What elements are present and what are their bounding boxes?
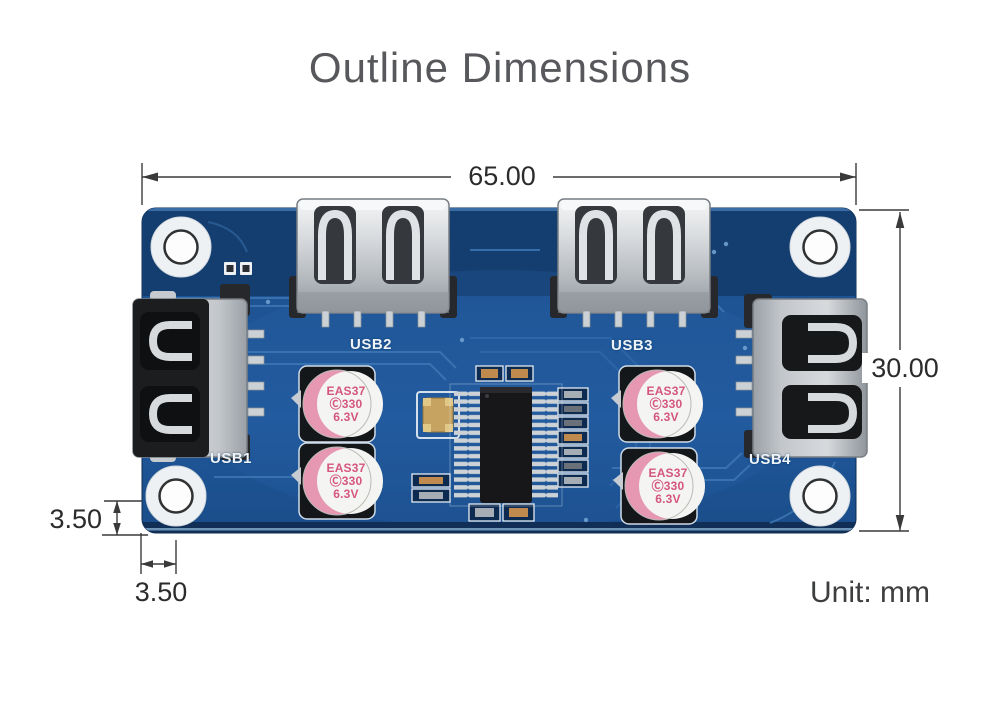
usb-hub-ic xyxy=(449,383,563,507)
dimension-height-30 xyxy=(859,209,909,532)
usb3-label: USB3 xyxy=(610,337,653,354)
usb4-label: USB4 xyxy=(748,451,791,468)
smd-components xyxy=(411,365,589,522)
dimension-hole-offset-vertical xyxy=(102,500,148,536)
pcb-board xyxy=(132,198,868,534)
page-title: Outline Dimensions xyxy=(308,44,692,91)
capacitor-4 xyxy=(613,447,705,525)
capacitor-3-marking: EAS37 Ⓒ330 6.3V xyxy=(646,384,686,424)
usb3-port xyxy=(550,198,718,328)
dimension-label-width: 65.00 xyxy=(452,161,552,191)
dimension-label-height: 30.00 xyxy=(862,353,948,383)
usb1-label: USB1 xyxy=(209,450,252,467)
capacitor-1 xyxy=(291,365,383,443)
unit-label: Unit: mm xyxy=(810,576,930,609)
mounting-hole-top-left xyxy=(150,216,212,278)
usb4-port xyxy=(735,294,868,458)
capacitor-4-marking: EAS37 Ⓒ330 6.3V xyxy=(648,466,688,506)
usb2-label: USB2 xyxy=(349,336,392,353)
dimension-lines xyxy=(102,163,909,574)
dimension-hole-offset-horizontal xyxy=(140,533,177,574)
fiducial-marks xyxy=(224,262,252,275)
mounting-hole-bottom-left xyxy=(145,465,207,527)
dimension-label-hole-offset-vertical: 3.50 xyxy=(49,504,102,534)
dimension-width-65 xyxy=(141,163,857,205)
capacitor-1-marking: EAS37 Ⓒ330 6.3V xyxy=(326,384,366,424)
mounting-hole-top-right xyxy=(789,216,851,278)
capacitor-2-marking: EAS37 Ⓒ330 6.3V xyxy=(326,461,366,501)
usb2-port xyxy=(289,198,457,328)
dimension-label-hole-offset-horizontal: 3.50 xyxy=(134,577,188,607)
usb1-port xyxy=(132,284,265,462)
crystal-oscillator xyxy=(416,391,460,439)
capacitor-2 xyxy=(291,442,383,520)
mounting-hole-bottom-right xyxy=(789,465,851,527)
capacitor-3 xyxy=(611,365,703,443)
